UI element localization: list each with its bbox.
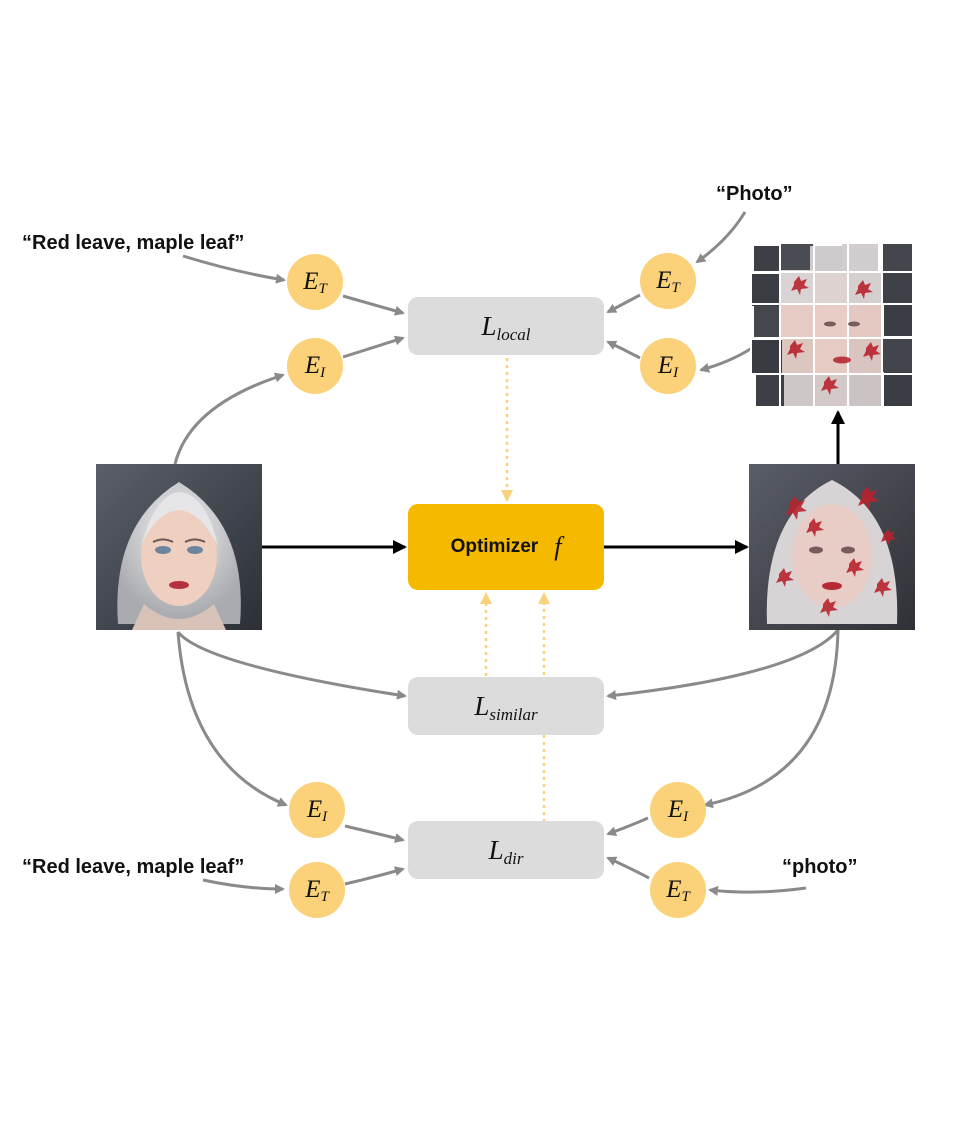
arrow-text-encoder-br-to-dir [606, 856, 650, 880]
arrow-text-encoder-tr-to-local [606, 293, 641, 314]
loss-symbol: L [488, 834, 504, 865]
source-prompt-top: “Red leave, maple leaf” [22, 232, 245, 254]
optimizer-label: Optimizer [450, 536, 539, 557]
source-portrait-image [96, 464, 262, 630]
encoder-symbol: E [303, 268, 319, 295]
output-stylized-image [749, 464, 915, 630]
arrow-source-to-similar [176, 631, 407, 700]
arrow-text-encoder-bl-to-dir [344, 866, 405, 886]
encoder-symbol: E [305, 876, 321, 903]
encoder-subscript: T [318, 280, 327, 297]
optimizer-box: Optimizer f [408, 504, 604, 590]
encoder-symbol: E [657, 352, 674, 379]
arrow-prompt-to-text-encoder-tl [182, 254, 286, 284]
arrow-prompt-to-text-encoder-tr [695, 211, 747, 264]
encoder-subscript: I [320, 364, 326, 381]
patched-crops-image [750, 242, 916, 410]
arrow-image-encoder-bl-to-dir [344, 824, 405, 843]
encoder-subscript: I [673, 364, 679, 381]
arrow-output-to-image-encoder-br [703, 629, 840, 809]
source-prompt-bottom: “Red leave, maple leaf” [22, 856, 245, 878]
target-prompt-top: “Photo” [716, 183, 793, 205]
encoder-symbol: E [656, 267, 672, 294]
source-portrait-drawing [96, 464, 262, 630]
arrow-image-encoder-tr-to-local [606, 340, 641, 360]
loss-symbol: L [481, 310, 497, 341]
encoder-subscript: T [671, 279, 680, 296]
encoder-subscript: I [683, 808, 689, 825]
loss-subscript: dir [503, 849, 524, 868]
encoder-subscript: T [320, 888, 329, 905]
arrow-image-encoder-tl-to-local [342, 335, 405, 359]
patched-crops-drawing [750, 242, 916, 410]
arrow-source-to-image-encoder-tl [173, 372, 285, 465]
arrow-image-encoder-br-to-dir [606, 816, 649, 836]
encoder-symbol: E [667, 796, 684, 823]
arrow-source-to-image-encoder-bl [176, 631, 288, 807]
encoder-symbol: E [666, 876, 682, 903]
loss-symbol: L [474, 690, 490, 721]
encoder-subscript: I [322, 808, 328, 825]
encoder-subscript: T [681, 888, 690, 905]
loss-subscript: similar [489, 705, 538, 724]
optimizer-function-symbol: f [554, 532, 562, 561]
encoder-symbol: E [306, 796, 323, 823]
output-stylized-drawing [749, 464, 915, 630]
encoder-symbol: E [304, 352, 321, 379]
loss-subscript: local [496, 325, 531, 344]
arrow-text-encoder-tl-to-local [342, 294, 405, 316]
arrow-patched-to-image-encoder-tr [699, 346, 753, 373]
arrow-output-to-similar [606, 629, 840, 701]
arrow-prompt-to-text-encoder-bl [202, 878, 285, 894]
target-prompt-bottom: “photo” [782, 856, 858, 878]
arrow-prompt-to-text-encoder-br [708, 885, 807, 896]
